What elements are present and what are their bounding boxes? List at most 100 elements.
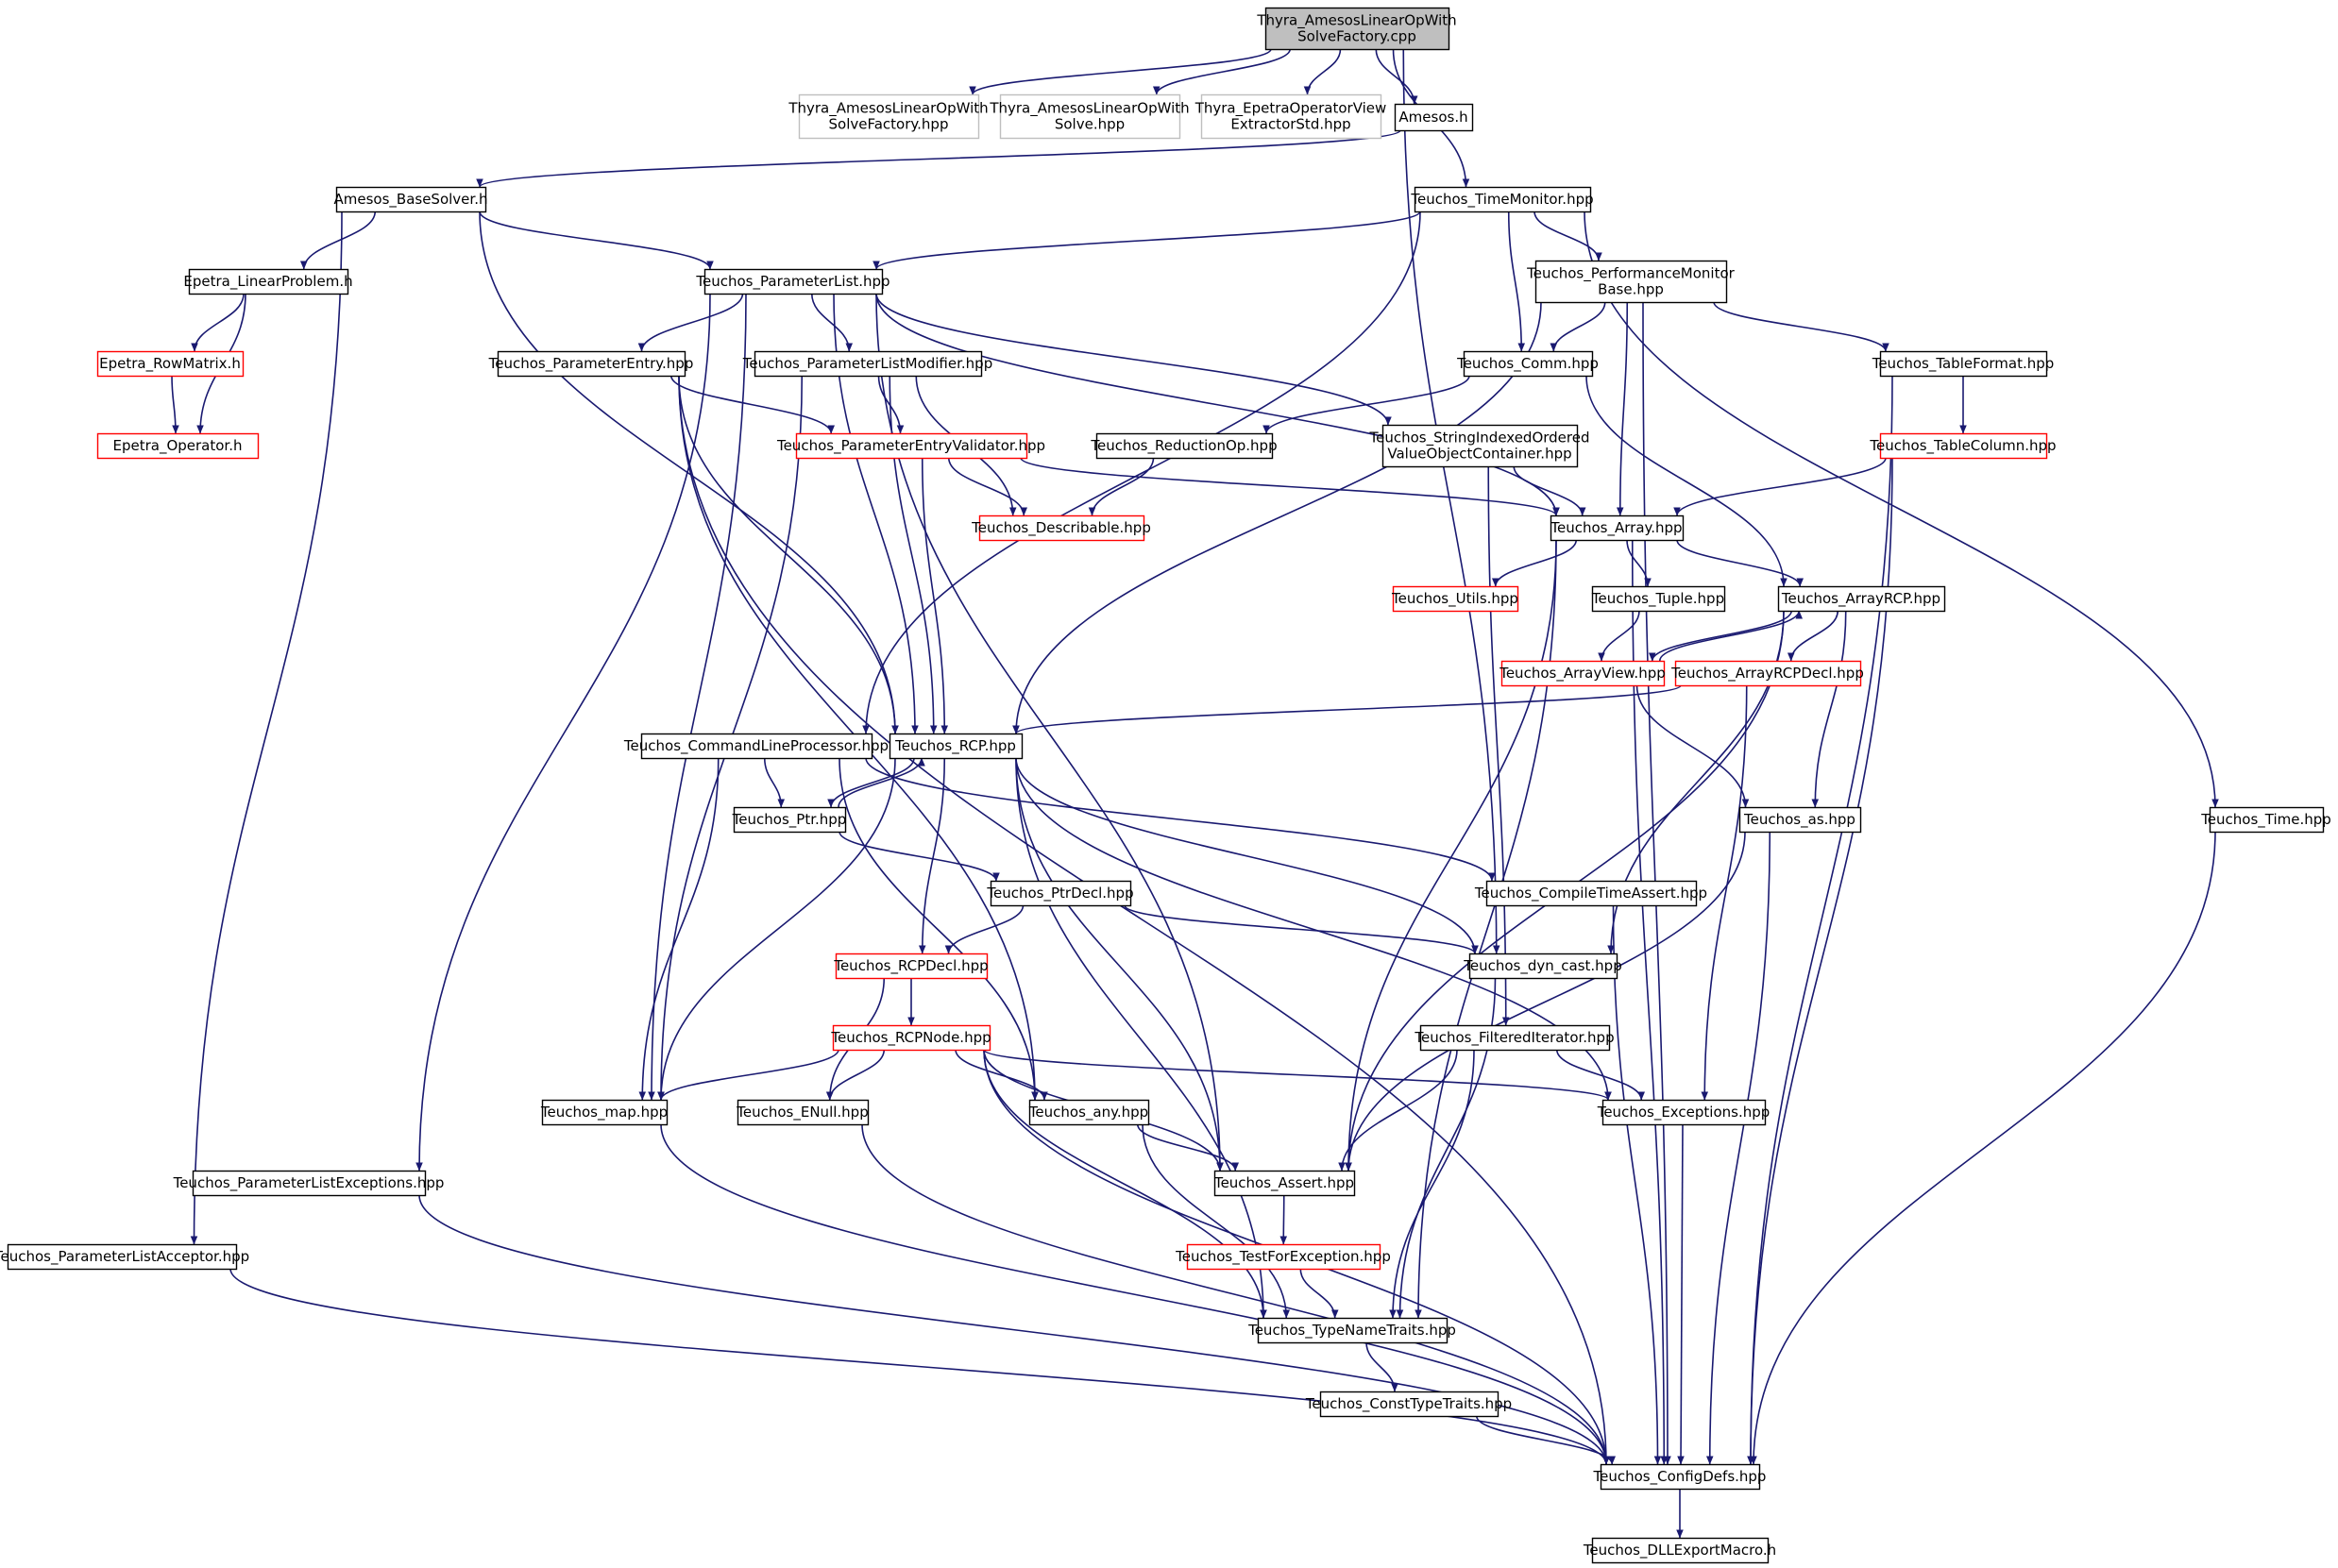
edge-as-to-config-defs [1705, 831, 1771, 1465]
node-cmdline-processor[interactable]: Teuchos_CommandLineProcessor.hpp [623, 733, 889, 760]
edge-array-rcp-to-as [1811, 610, 1847, 808]
node-dll-export-macro[interactable]: Teuchos_DLLExportMacro.h [1583, 1537, 1776, 1564]
node-epetra-operator[interactable]: Epetra_Operator.h [96, 432, 260, 460]
edge-table-column-to-array [1673, 457, 1887, 516]
node-table-column[interactable]: Teuchos_TableColumn.hpp [1869, 432, 2057, 460]
node-parameter-list-modifier[interactable]: Teuchos_ParameterListModifier.hpp [742, 350, 992, 378]
edge-parameter-list-to-array [875, 293, 1560, 516]
node-box [188, 268, 349, 295]
edge-const-type-traits-to-config-defs [1475, 1415, 1616, 1465]
node-label: Base.hpp [1598, 281, 1664, 298]
node-box [1600, 1463, 1761, 1491]
node-label: Teuchos_DLLExportMacro.h [1583, 1542, 1776, 1560]
node-box [1591, 1537, 1770, 1564]
node-assert[interactable]: Teuchos_Assert.hpp [1213, 1170, 1356, 1197]
edge-array-to-type-name-traits [1415, 539, 1557, 1319]
edge-perf-monitor-base-to-rcp [1012, 301, 1542, 734]
node-label: Teuchos_FilteredIterator.hpp [1414, 1029, 1614, 1047]
edge-epetra-rowmatrix-to-epetra-operator [171, 375, 179, 434]
node-label: Thyra_EpetraOperatorView [1194, 100, 1387, 118]
node-array-rcp[interactable]: Teuchos_ArrayRCP.hpp [1777, 585, 1946, 613]
node-exceptions[interactable]: Teuchos_Exceptions.hpp [1597, 1099, 1770, 1126]
node-box [96, 432, 260, 460]
node-dyn-cast[interactable]: Teuchos_dyn_cast.hpp [1463, 953, 1622, 980]
node-reduction-op[interactable]: Teuchos_ReductionOp.hpp [1090, 432, 1278, 460]
edge-ptr-decl-to-rcp-decl [944, 904, 1025, 954]
node-box [1264, 7, 1450, 51]
node-epetra-linearproblem[interactable]: Epetra_LinearProblem.h [183, 268, 353, 295]
node-box [1319, 1391, 1499, 1418]
edge-time-to-config-defs [1750, 831, 2216, 1465]
edge-ptr-decl-to-dyn-cast [1124, 904, 1479, 954]
node-time[interactable]: Teuchos_Time.hpp [2200, 806, 2331, 834]
node-label: Teuchos_CompileTimeAssert.hpp [1474, 885, 1707, 902]
node-label: Teuchos_ConstTypeTraits.hpp [1305, 1395, 1512, 1413]
edge-filtered-iterator-to-exceptions [1555, 1049, 1645, 1101]
node-label: Teuchos_ParameterListAcceptor.hpp [0, 1248, 249, 1266]
node-amesos-h[interactable]: Amesos.h [1394, 103, 1474, 132]
node-table-format[interactable]: Teuchos_TableFormat.hpp [1872, 350, 2055, 378]
node-label: Teuchos_TimeMonitor.hpp [1410, 191, 1593, 209]
node-ptr[interactable]: Teuchos_Ptr.hpp [732, 806, 847, 834]
edge-array-to-array-rcp [1676, 539, 1804, 587]
node-rcp[interactable]: Teuchos_RCP.hpp [889, 733, 1024, 760]
edge-param-entry-validator-to-rcp [921, 457, 949, 734]
node-param-list-exceptions[interactable]: Teuchos_ParameterListExceptions.hpp [173, 1170, 445, 1197]
node-box [2209, 806, 2325, 834]
edge-ptr-to-ptr-decl [839, 831, 1000, 882]
node-time-monitor[interactable]: Teuchos_TimeMonitor.hpp [1410, 186, 1594, 213]
node-filtered-iterator[interactable]: Teuchos_FilteredIterator.hpp [1414, 1024, 1615, 1052]
edge-map-to-config-defs [660, 1123, 1610, 1465]
edge-array-rcp-to-array-rcp-decl [1787, 610, 1839, 662]
node-ptr-decl[interactable]: Teuchos_PtrDecl.hpp [986, 880, 1134, 907]
edge-param-entry-validator-to-describable [947, 457, 1028, 516]
node-as[interactable]: Teuchos_as.hpp [1738, 806, 1862, 834]
edge-amesos-basesolver-to-epetra-linearproblem [299, 211, 377, 270]
node-parameter-entry[interactable]: Teuchos_ParameterEntry.hpp [488, 350, 694, 378]
node-rcp-decl[interactable]: Teuchos_RCPDecl.hpp [833, 953, 989, 980]
node-array-rcp-decl[interactable]: Teuchos_ArrayRCPDecl.hpp [1670, 660, 1864, 687]
edge-perf-monitor-base-to-comm [1550, 301, 1606, 352]
edge-string-indexed-to-array [1513, 465, 1586, 516]
edge-exceptions-to-config-defs [1677, 1123, 1685, 1465]
edge-as-to-assert [1345, 831, 1746, 1172]
edge-rcp-to-rcp-decl [918, 757, 946, 954]
node-epetra-rowmatrix[interactable]: Epetra_RowMatrix.h [96, 350, 245, 378]
node-compile-time-assert[interactable]: Teuchos_CompileTimeAssert.hpp [1474, 880, 1707, 907]
node-test-for-exception[interactable]: Teuchos_TestForException.hpp [1175, 1243, 1391, 1271]
node-label: Teuchos_ConfigDefs.hpp [1593, 1468, 1767, 1486]
node-describable[interactable]: Teuchos_Describable.hpp [971, 514, 1151, 542]
node-type-name-traits[interactable]: Teuchos_TypeNameTraits.hpp [1247, 1317, 1456, 1344]
node-string-indexed[interactable]: Teuchos_StringIndexedOrderedValueObjectC… [1369, 424, 1590, 468]
node-parameter-list[interactable]: Teuchos_ParameterList.hpp [695, 268, 890, 295]
node-label: Teuchos_RCP.hpp [894, 737, 1016, 755]
node-utils[interactable]: Teuchos_Utils.hpp [1391, 585, 1519, 613]
node-map[interactable]: Teuchos_map.hpp [540, 1099, 669, 1126]
node-param-entry-validator[interactable]: Teuchos_ParameterEntryValidator.hpp [776, 432, 1045, 460]
node-label: ExtractorStd.hpp [1230, 116, 1350, 133]
node-label: Teuchos_as.hpp [1743, 811, 1855, 829]
node-comm[interactable]: Teuchos_Comm.hpp [1456, 350, 1599, 378]
node-const-type-traits[interactable]: Teuchos_ConstTypeTraits.hpp [1305, 1391, 1512, 1418]
node-rcp-node[interactable]: Teuchos_RCPNode.hpp [830, 1024, 991, 1052]
node-label: Teuchos_ArrayRCP.hpp [1781, 590, 1940, 608]
node-label: Teuchos_PtrDecl.hpp [986, 885, 1133, 902]
node-amesos-basesolver[interactable]: Amesos_BaseSolver.h [334, 186, 488, 213]
edge-perf-monitor-base-to-array [1616, 301, 1629, 516]
edge-amesos-basesolver-to-parameter-list [479, 211, 714, 270]
node-box [754, 350, 983, 378]
node-array[interactable]: Teuchos_Array.hpp [1550, 514, 1685, 542]
node-array-view[interactable]: Teuchos_ArrayView.hpp [1499, 660, 1666, 687]
node-config-defs[interactable]: Teuchos_ConfigDefs.hpp [1593, 1463, 1767, 1491]
node-enull[interactable]: Teuchos_ENull.hpp [736, 1099, 870, 1126]
node-param-list-acceptor[interactable]: Teuchos_ParameterListAcceptor.hpp [0, 1243, 249, 1271]
node-tuple[interactable]: Teuchos_Tuple.hpp [1591, 585, 1726, 613]
node-label: Thyra_AmesosLinearOpWith [1256, 12, 1456, 30]
node-any[interactable]: Teuchos_any.hpp [1028, 1099, 1150, 1126]
edge-root-to-thyra-epetra-extractor [1303, 48, 1342, 95]
